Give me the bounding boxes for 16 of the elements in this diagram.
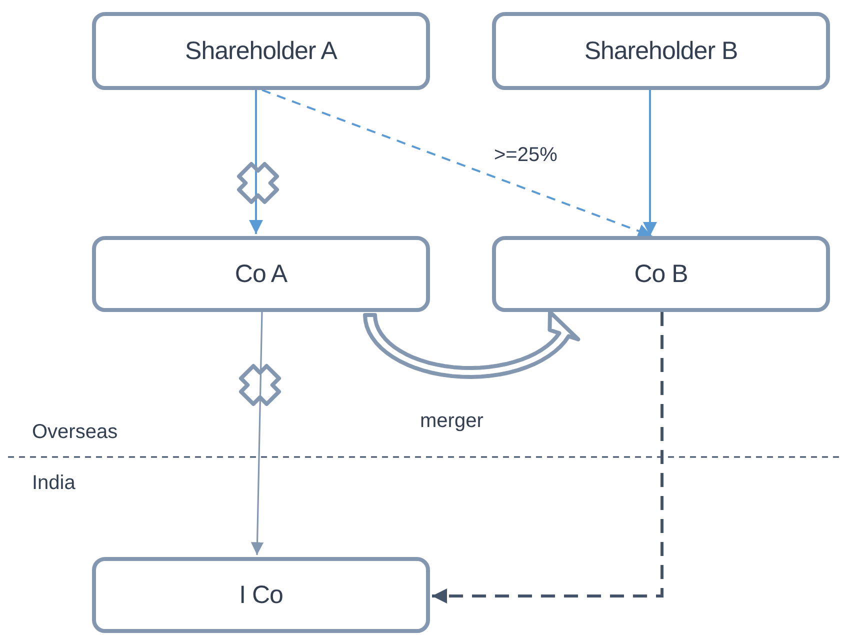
arrow <box>249 90 263 234</box>
curved-block-arrow <box>363 310 580 379</box>
entity-name: Shareholder A <box>185 36 337 66</box>
entity-name: I Co <box>239 580 283 610</box>
entity-box <box>92 236 430 312</box>
entity-name: Shareholder B <box>584 36 738 66</box>
arrow <box>432 312 664 604</box>
arrow <box>250 312 264 556</box>
arrow <box>262 89 652 238</box>
entity-box <box>92 12 430 90</box>
entity-box <box>492 236 830 312</box>
entity-name: Co B <box>634 260 688 288</box>
entity-box <box>92 557 430 633</box>
arrow <box>643 90 657 236</box>
entity-box <box>492 12 830 90</box>
entity-name: Co A <box>234 260 288 288</box>
